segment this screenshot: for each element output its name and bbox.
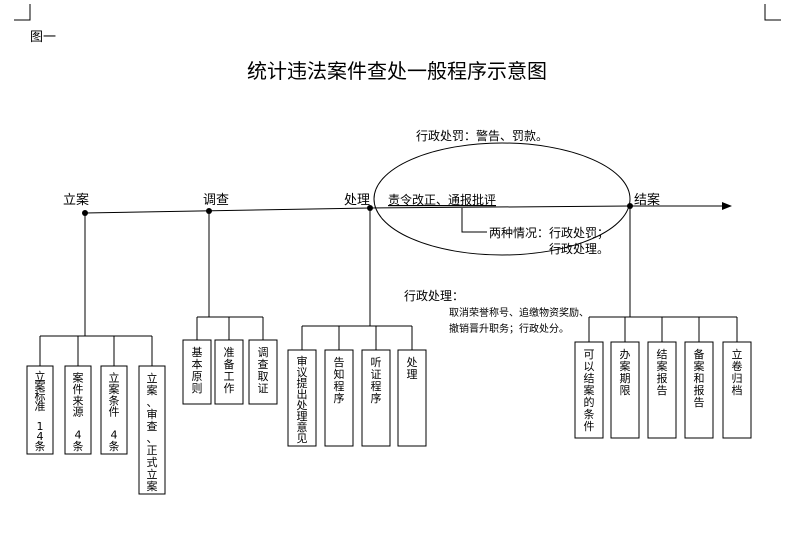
step-box — [397, 349, 427, 447]
figure-label: 图一 — [30, 30, 56, 45]
li-an-connectors — [39, 213, 153, 366]
step-box-label: 立卷归档 — [732, 347, 743, 397]
timeline-segment — [369, 205, 631, 209]
corner-mark-top-left — [14, 4, 31, 21]
step-box — [287, 349, 317, 447]
stage-label-diao-cha: 调查 — [203, 193, 229, 208]
chu-li-boxes: 审议提出处理意见 告知程序 听证程序 处理 — [287, 349, 427, 447]
admin-handling-line2: 撤销晋升职务；行政处分。 — [449, 322, 569, 335]
step-box — [100, 365, 128, 455]
step-box — [324, 349, 354, 447]
jie-an-connectors — [588, 206, 738, 342]
step-box — [361, 349, 391, 447]
step-box-label: 备案和报告 — [694, 347, 705, 409]
step-box — [64, 365, 92, 455]
step-box — [647, 341, 677, 439]
stage-label-chu-li: 处理 — [344, 193, 370, 208]
step-box-label: 立案、审查、正式立案 — [147, 371, 158, 493]
diao-cha-boxes: 基本原则 准备工作 调查取证 — [182, 339, 278, 405]
step-box-label: 结案报告 — [657, 348, 668, 397]
ellipse-order-text: 责令改正、通报批评 — [388, 192, 496, 207]
step-box-label: 调查取证 — [258, 346, 269, 395]
admin-handling-line1: 取消荣誉称号、追缴物资奖励、 — [449, 306, 589, 319]
step-box-label: 审议提出处理意见 — [297, 354, 308, 445]
jie-an-boxes: 可以结案的条件 办案期限 结案报告 备案和报告 立卷归档 — [574, 341, 752, 439]
step-box-label: 处理 — [407, 356, 418, 381]
corner-mark-top-right — [764, 4, 781, 21]
ellipse-top-text: 行政处罚：警告、罚款。 — [416, 128, 548, 143]
step-box-label: 基本原则 — [192, 346, 203, 395]
step-box-label: 告知程序 — [334, 356, 345, 405]
chu-li-connectors — [301, 208, 413, 350]
step-box-label: 办案期限 — [620, 348, 631, 397]
step-box-label: 听证程序 — [371, 356, 382, 405]
step-box — [722, 341, 752, 439]
step-box — [248, 339, 278, 405]
admin-handling-heading: 行政处理： — [404, 289, 464, 303]
penalty-ellipse — [373, 142, 631, 256]
step-box — [26, 365, 54, 455]
step-box — [574, 341, 604, 439]
ellipse-two-cases-line2: 行政处理。 — [549, 242, 609, 256]
step-box-label: 可以结案的条件 — [584, 348, 595, 433]
step-box — [684, 341, 714, 439]
step-box — [182, 339, 212, 405]
stage-label-li-an: 立案 — [63, 193, 89, 208]
ellipse-two-cases-line1: 两种情况：行政处罚； — [489, 226, 609, 240]
step-box — [610, 341, 640, 439]
step-box — [214, 339, 244, 405]
ellipse-connector — [461, 208, 487, 233]
stage-label-jie-an: 结案 — [634, 193, 660, 208]
page-title: 统计违法案件查处一般程序示意图 — [247, 59, 547, 83]
step-box-label: 准备工作 — [224, 346, 235, 395]
step-box — [138, 365, 166, 495]
diao-cha-connectors — [196, 211, 264, 340]
timeline-segment — [84, 207, 371, 214]
